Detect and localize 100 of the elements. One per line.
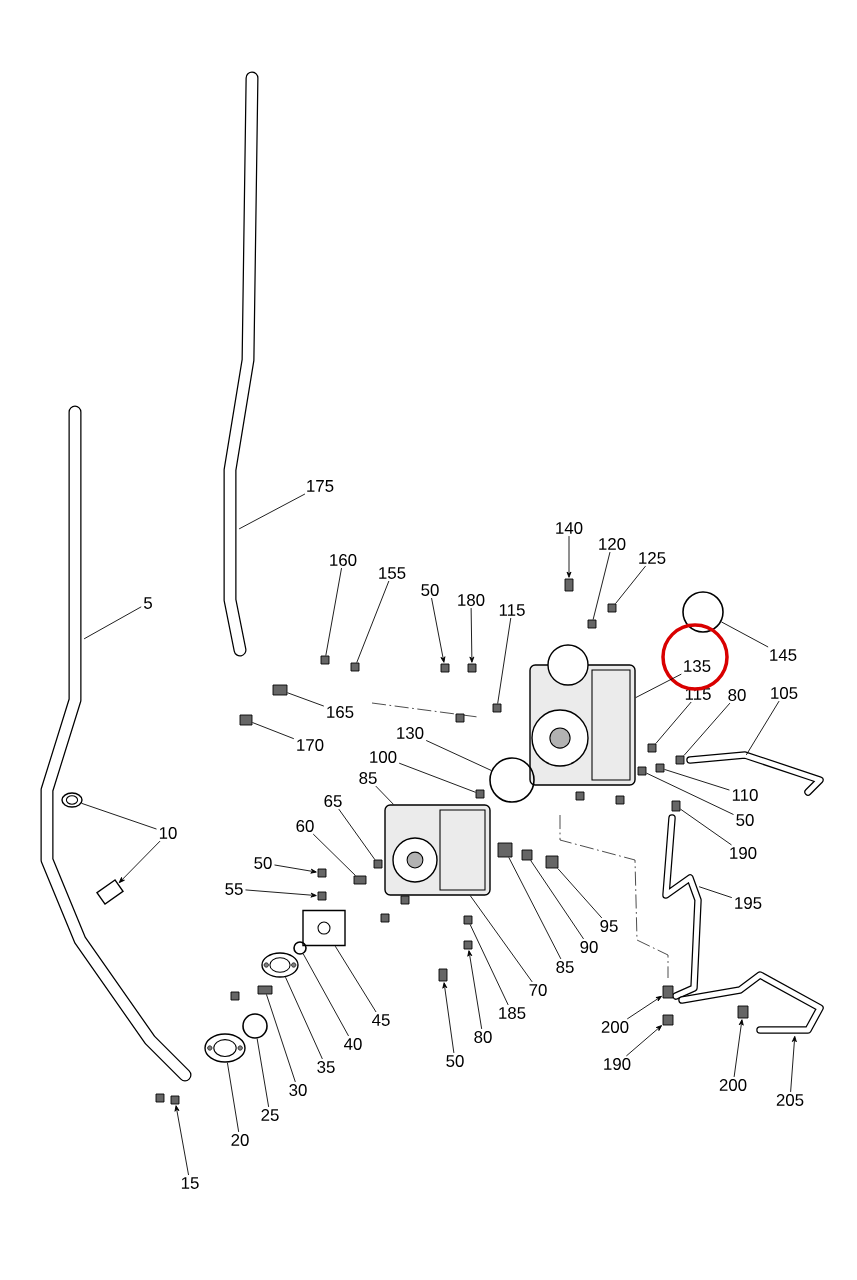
- leader-line: [266, 994, 296, 1083]
- mounting-block: [302, 909, 346, 947]
- fitting: [320, 655, 330, 665]
- leader-line: [467, 950, 483, 1030]
- leader-line: [508, 857, 562, 960]
- fitting: [647, 743, 657, 753]
- leader-line: [431, 597, 446, 663]
- callout-number: 200: [719, 1079, 747, 1091]
- callout-number: 175: [307, 480, 334, 492]
- callout-number: 110: [732, 789, 758, 801]
- fitting: [545, 855, 559, 869]
- fitting: [272, 684, 288, 696]
- callout-number: 25: [261, 1109, 279, 1121]
- leader-line: [720, 621, 769, 648]
- callout-number: 100: [370, 751, 397, 763]
- fitting: [438, 968, 448, 982]
- leader-line: [312, 833, 356, 876]
- callout-number: 20: [231, 1134, 249, 1146]
- callout-number: 180: [458, 594, 485, 606]
- fitting: [350, 662, 360, 672]
- leader-line: [287, 692, 325, 707]
- leader-line: [83, 606, 142, 640]
- callout-number: 40: [344, 1038, 362, 1050]
- callout-number: 90: [580, 941, 598, 953]
- leader-line: [733, 1019, 744, 1078]
- fitting: [317, 891, 327, 901]
- flange: [204, 1033, 246, 1063]
- callout-number: 190: [604, 1058, 631, 1070]
- leader-line: [469, 924, 509, 1006]
- callout-number: 50: [421, 584, 439, 596]
- leader-line: [252, 722, 295, 740]
- callout-number: 45: [372, 1014, 390, 1026]
- leader-line: [256, 1038, 270, 1108]
- callout-number: 30: [289, 1084, 307, 1096]
- leader-line: [680, 808, 732, 846]
- callout-number: 130: [397, 727, 424, 739]
- callout-number: 190: [730, 847, 757, 859]
- leader-line: [698, 886, 733, 899]
- fitting: [521, 849, 533, 861]
- leader-line: [338, 808, 376, 860]
- o-ring: [293, 941, 307, 955]
- leader-line: [615, 565, 646, 604]
- fitting: [239, 714, 253, 726]
- leader-line: [302, 953, 349, 1037]
- o-ring: [489, 757, 535, 803]
- fitting: [492, 703, 502, 713]
- callout-number: 170: [297, 739, 324, 751]
- leader-line: [745, 700, 780, 756]
- callout-number: 105: [771, 687, 798, 699]
- fitting: [607, 603, 617, 613]
- callout-number: 160: [330, 554, 357, 566]
- callout-number: 80: [474, 1031, 492, 1043]
- leader-line: [530, 860, 584, 940]
- leader-line: [81, 802, 157, 830]
- fitting: [467, 663, 477, 673]
- leader-line: [646, 772, 734, 815]
- leader-line: [557, 868, 603, 919]
- leader-line: [226, 1062, 240, 1133]
- leader-line: [469, 895, 533, 983]
- leader-line: [334, 945, 377, 1013]
- callout-number: 60: [296, 820, 314, 832]
- leader-line: [398, 762, 476, 793]
- leader-line: [683, 702, 731, 756]
- pipe: [223, 71, 259, 657]
- callout-number: 120: [599, 538, 626, 550]
- pipe: [40, 405, 192, 1082]
- leader-line: [425, 740, 492, 771]
- callout-number: 125: [639, 552, 666, 564]
- leader-line: [664, 768, 730, 791]
- leader-line: [635, 673, 682, 699]
- callout-number: 135: [684, 660, 711, 672]
- callout-number: 95: [600, 920, 618, 932]
- fitting: [463, 940, 473, 950]
- callout-number: 15: [181, 1177, 199, 1189]
- leader-line: [375, 785, 394, 805]
- o-ring: [242, 1013, 268, 1039]
- fitting: [564, 578, 574, 592]
- pump-drawing: [384, 804, 491, 896]
- leader-line: [238, 493, 306, 530]
- callout-number: 185: [499, 1007, 526, 1019]
- leader-line: [174, 1105, 189, 1176]
- fitting: [662, 1014, 674, 1026]
- callout-number: 55: [225, 883, 243, 895]
- leader-line: [118, 840, 161, 884]
- leader-line: [469, 607, 475, 663]
- leader-line: [497, 617, 512, 704]
- tube: [678, 971, 824, 1034]
- callout-number: 50: [736, 814, 754, 826]
- leader-line: [356, 580, 390, 663]
- leader-line: [626, 995, 662, 1020]
- fitting: [317, 868, 327, 878]
- leader-line: [790, 1035, 797, 1093]
- fitting: [637, 766, 647, 776]
- callout-number: 195: [735, 897, 762, 909]
- callout-number: 165: [327, 706, 354, 718]
- fitting: [655, 763, 665, 773]
- fitting: [497, 842, 513, 858]
- callout-number: 200: [601, 1021, 629, 1033]
- fitting: [587, 619, 597, 629]
- flange: [261, 952, 299, 978]
